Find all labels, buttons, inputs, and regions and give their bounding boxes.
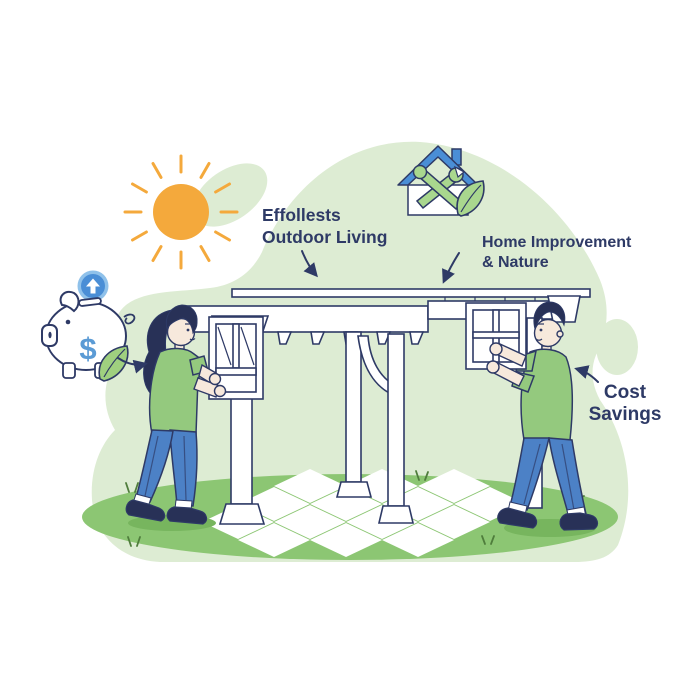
blob-small-left — [192, 163, 268, 227]
woman-shoe-back — [166, 506, 208, 525]
cost-savings-arrow — [574, 365, 599, 383]
label-home-improvement: Home Improvement & Nature — [442, 234, 632, 284]
man-hand-upper — [489, 342, 503, 356]
woman-hand-lower — [213, 384, 227, 398]
blob-small-right — [596, 319, 638, 375]
home-improvement-arrow — [442, 252, 460, 284]
house-tools-icon — [397, 145, 485, 217]
outdoor-living-line1: Effollests — [262, 205, 341, 225]
woman-hair-front — [165, 304, 198, 335]
label-cost-savings: Cost Savings — [574, 365, 662, 425]
window-frame-left — [208, 316, 264, 400]
man-leg-front — [509, 437, 550, 511]
coin-up-arrow-icon — [77, 270, 109, 302]
pig-dollar: $ — [79, 331, 96, 366]
piggy-arrow — [117, 357, 148, 374]
cost-savings-line2: Savings — [589, 404, 662, 425]
outdoor-living-line2: Outdoor Living — [262, 227, 387, 247]
man-hand-lower — [486, 360, 500, 374]
man-shoe-back — [559, 512, 599, 531]
man-shoe-front — [497, 507, 538, 529]
post-mid-front — [387, 333, 405, 507]
woman-arms — [189, 355, 227, 398]
home-improvement-line1: Home Improvement — [482, 234, 632, 251]
woman-hand-upper — [208, 372, 222, 386]
woman-leg-back — [169, 429, 198, 507]
beam-end-cap — [547, 295, 581, 323]
piggy-bank-icon: $ — [41, 270, 148, 382]
cost-savings-line1: Cost — [604, 382, 647, 403]
label-outdoor-living: Effollests Outdoor Living — [262, 205, 387, 278]
woman-shoe-front — [125, 499, 166, 522]
man-arms — [486, 342, 527, 387]
post-mid-back — [345, 331, 362, 483]
man-torso — [520, 348, 574, 441]
home-improvement-line2: & Nature — [482, 254, 549, 271]
crossed-tools-icon — [412, 164, 466, 211]
man-hair — [533, 301, 566, 331]
coin-slot — [78, 297, 102, 307]
pig-tail — [123, 313, 136, 325]
outdoor-living-arrow — [301, 250, 318, 278]
sun-icon — [123, 154, 239, 270]
